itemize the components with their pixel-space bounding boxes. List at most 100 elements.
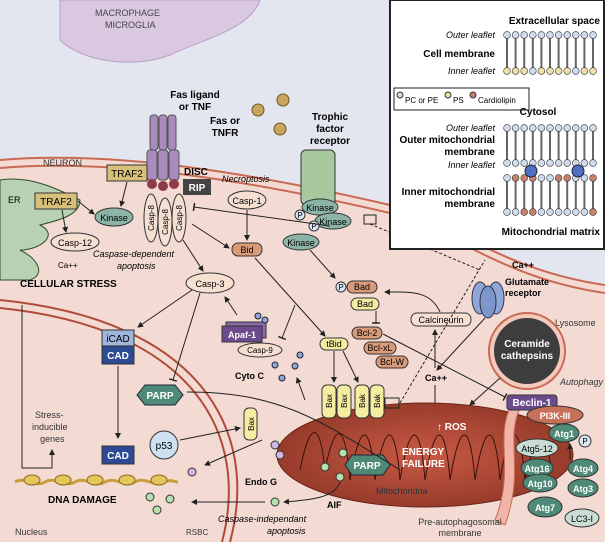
apaf-1-apoptosome — [221, 312, 269, 343]
rip-label: RIP — [189, 183, 206, 194]
tbid-label: tBid — [326, 339, 342, 349]
lysosome-lumen — [494, 318, 560, 384]
mitochondria-label: Mitochondria — [376, 486, 428, 496]
bax-label: Bax — [325, 394, 334, 408]
atg1-label: Atg1 — [554, 429, 574, 439]
aif-label: AIF — [327, 500, 342, 510]
outer-mito-membrane-label: Outer mitochondrial — [399, 135, 495, 146]
atg4-label: Atg4 — [573, 464, 593, 474]
fas-receptor-trimer — [146, 114, 180, 191]
bak-label: Bak — [373, 393, 382, 408]
cytosol-label: Cytosol — [520, 107, 557, 118]
ceramide-label: Ceramide — [504, 339, 550, 350]
ros-label: ↑ ROS — [437, 422, 467, 433]
fas-ligand-label: Fas ligand — [170, 90, 219, 101]
caspase-independent-label: Caspase-independant — [218, 514, 307, 524]
casp-8-label: Casp-8 — [175, 205, 184, 231]
cell-membrane-outer — [0, 156, 605, 286]
outer-mito-membrane-label-2: membrane — [444, 147, 495, 158]
pre-autophagosomal-membrane — [494, 407, 521, 526]
casp-9-ellipse — [237, 342, 283, 358]
glutamate-receptor-label: receptor — [505, 288, 542, 298]
endo-g-dots — [187, 440, 285, 477]
kinase-label: Kinase — [287, 238, 315, 248]
inducible-label: inducible — [32, 422, 68, 432]
phosphate-label: P — [338, 283, 343, 292]
kinase-ellipse — [94, 207, 134, 227]
lipid-bilayers — [503, 31, 597, 216]
legend-cardiolipin: Cardiolipin — [478, 96, 516, 105]
p-bad-label: Bad — [354, 282, 370, 292]
cardiolipin-icon — [469, 91, 477, 99]
mitochondrial-matrix-label: Mitochondrial matrix — [502, 227, 601, 238]
bcl-xl-pill — [363, 341, 397, 355]
trophic-label: Trophic — [312, 112, 349, 123]
legend-pc-pe: PC or PE — [405, 96, 438, 105]
kinase-label: Kinase — [306, 203, 334, 213]
necroptosis-label: Necroptosis — [222, 174, 270, 184]
fas-receptor-label: Fas or — [210, 116, 240, 127]
ps-icon — [444, 91, 452, 99]
calcineurin-label: Calcineurin — [418, 315, 463, 325]
atg10-ellipse — [522, 473, 558, 493]
cathepsins-label: cathepsins — [501, 351, 554, 362]
casp-1-ellipse — [227, 190, 267, 210]
inner-leaflet-label: Inner leaflet — [448, 66, 496, 76]
icad-label: iCAD — [106, 334, 129, 345]
traf2-label: TRAF2 — [111, 169, 143, 180]
nucleosomes — [23, 474, 168, 486]
neuron-label: NEURON — [43, 158, 82, 168]
inner-leaflet-label: Inner leaflet — [448, 160, 496, 170]
outer-leaflet-label: Outer leaflet — [446, 30, 496, 40]
er-calcium-label: Ca++ — [58, 261, 78, 270]
bcl-w-pill — [375, 355, 409, 369]
tbid-pill — [319, 337, 349, 351]
cad-box — [101, 345, 135, 365]
parp-hexagon — [136, 384, 184, 406]
bcl-xl-label: Bcl-xL — [367, 343, 392, 353]
trophic-factor-receptor — [300, 149, 336, 206]
lysosome-label: Lysosome — [555, 318, 596, 328]
parp-label: PARP — [146, 391, 173, 402]
endo-g-label: Endo G — [245, 477, 277, 487]
glutamate-label: Glutamate — [505, 277, 549, 287]
casp-3-ellipse — [185, 272, 235, 294]
tnfr-label: TNFR — [212, 128, 239, 139]
extracellular-space-label: Extracellular space — [509, 16, 601, 27]
microglia-label: MICROGLIA — [105, 20, 156, 30]
lipid-legend — [393, 87, 530, 111]
bid-pill — [231, 242, 263, 257]
factor-label: factor — [316, 124, 344, 135]
cell-membrane-label: Cell membrane — [423, 49, 495, 60]
cyto-c-label: Cyto C — [235, 371, 265, 381]
atg4-ellipse — [567, 458, 599, 478]
lc3-i-ellipse — [564, 508, 600, 528]
atg5-12-label: Atg5-12 — [521, 444, 553, 454]
p53-label: p53 — [156, 441, 173, 452]
membrane-inset-panel — [389, 0, 605, 250]
apoptosis-label: apoptosis — [267, 526, 306, 536]
mito-parp-hexagon — [344, 454, 391, 476]
atg3-ellipse — [567, 478, 599, 498]
traf2-box — [106, 164, 148, 182]
receptor-kinase-3 — [282, 233, 320, 251]
dna-damage-label: DNA DAMAGE — [48, 495, 117, 506]
apaf-1-label: Apaf-1 — [228, 330, 256, 340]
casp-12-ellipse — [50, 232, 100, 252]
pre-autophagosomal-label: Pre-autophagosomal — [418, 517, 502, 527]
receptor-label: receptor — [310, 136, 350, 147]
rip-box — [183, 179, 211, 195]
nuclear-envelope-outer — [0, 299, 239, 542]
caspase-dependent-label: Caspase-dependent — [93, 249, 175, 259]
casp-9-label: Casp-9 — [247, 346, 273, 355]
kinase-label: Kinase — [100, 213, 128, 223]
atg3-label: Atg3 — [573, 484, 593, 494]
bax-channel — [243, 407, 258, 441]
beclin-1-label: Beclin-1 — [513, 398, 552, 409]
phosphate-label: P — [297, 211, 302, 220]
legend-ps: PS — [453, 96, 464, 105]
failure-label: FAILURE — [402, 459, 445, 470]
autophagy-label: Autophagy — [559, 377, 604, 387]
pi3k-iii-label: PI3K-III — [540, 411, 571, 421]
